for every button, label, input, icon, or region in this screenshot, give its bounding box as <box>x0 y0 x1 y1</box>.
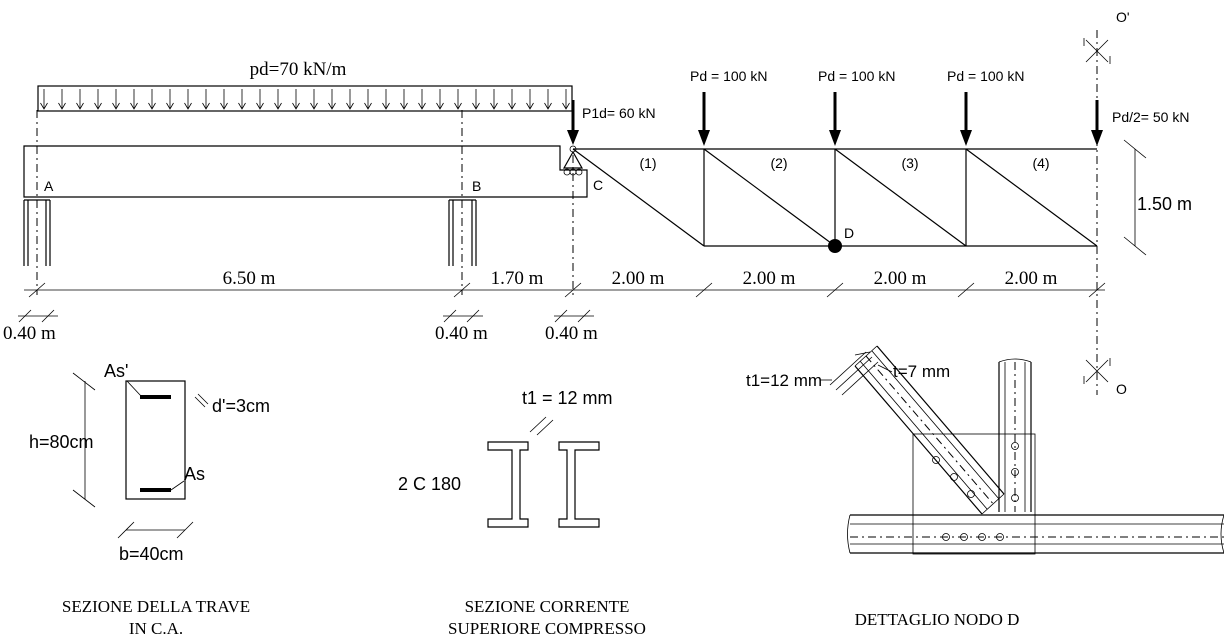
load-label-pd-2: Pd = 100 kN <box>818 68 895 84</box>
chord-profile-label: 2 C 180 <box>398 474 461 494</box>
dim-panel-4: 2.00 m <box>1005 268 1058 289</box>
node-d-label: D <box>844 225 854 241</box>
node-detail <box>820 345 1224 555</box>
symmetry-mark-top <box>1083 38 1111 64</box>
section-height-label: h=80cm <box>29 432 94 452</box>
detail-caption: DETTAGLIO NODO D <box>855 610 1020 629</box>
dim-span-bc: 1.70 m <box>491 268 544 289</box>
section-width-label: b=40cm <box>119 544 184 564</box>
height-dimension-label: 1.50 m <box>1137 194 1192 214</box>
distributed-load-label: pd=70 kN/m <box>250 59 347 80</box>
load-arrows <box>40 89 570 110</box>
load-arrow-pd-1 <box>698 92 710 146</box>
beam-caption-1: SEZIONE DELLA TRAVE <box>62 597 250 616</box>
beam-section <box>72 372 209 539</box>
load-label-pd-half: Pd/2= 50 kN <box>1112 109 1189 125</box>
dim-panel-2: 2.00 m <box>743 268 796 289</box>
load-arrow-pd-3 <box>960 92 972 146</box>
as-top-label: As' <box>104 361 128 381</box>
dim-panel-1: 2.00 m <box>612 268 665 289</box>
dim-panel-3: 2.00 m <box>874 268 927 289</box>
detail-t-label: t=7 mm <box>893 362 950 381</box>
cover-label: d'=3cm <box>212 396 270 416</box>
load-arrow-pd-2 <box>829 92 841 146</box>
beam-caption-2: IN C.A. <box>129 619 183 638</box>
panel-2-label: (2) <box>770 155 787 171</box>
panel-3-label: (3) <box>901 155 918 171</box>
dim-support-b: 0.40 m <box>435 323 488 344</box>
panel-4-label: (4) <box>1032 155 1049 171</box>
dim-span-ab: 6.50 m <box>223 268 276 289</box>
dimension-line <box>24 282 1106 298</box>
load-label-pd-1: Pd = 100 kN <box>690 68 767 84</box>
rc-beam <box>23 145 588 266</box>
axis-top-label: O' <box>1116 9 1130 25</box>
node-d-marker <box>828 239 842 253</box>
load-arrow-p1d <box>567 100 579 145</box>
symmetry-mark-bottom <box>1083 358 1111 384</box>
chord-caption-1: SEZIONE CORRENTE <box>465 597 630 616</box>
distributed-load <box>37 85 573 112</box>
axis-bottom-label: O <box>1116 381 1127 397</box>
dim-support-c: 0.40 m <box>545 323 598 344</box>
dim-support-a: 0.40 m <box>3 323 56 344</box>
support-c-label: C <box>593 177 603 193</box>
support-width-dims <box>18 309 594 323</box>
truss <box>572 148 1098 253</box>
height-dimension <box>1123 139 1147 256</box>
support-a-label: A <box>44 178 54 194</box>
as-bottom-label: As <box>184 464 205 484</box>
chord-caption-2: SUPERIORE COMPRESSO <box>448 619 646 638</box>
detail-t1-label: t1=12 mm <box>746 371 822 390</box>
chord-thickness-label: t1 = 12 mm <box>522 388 613 408</box>
load-label-pd-3: Pd = 100 kN <box>947 68 1024 84</box>
panel-1-label: (1) <box>639 155 656 171</box>
chord-section <box>487 416 600 528</box>
load-label-p1d: P1d= 60 kN <box>582 105 656 121</box>
support-b-label: B <box>472 178 481 194</box>
